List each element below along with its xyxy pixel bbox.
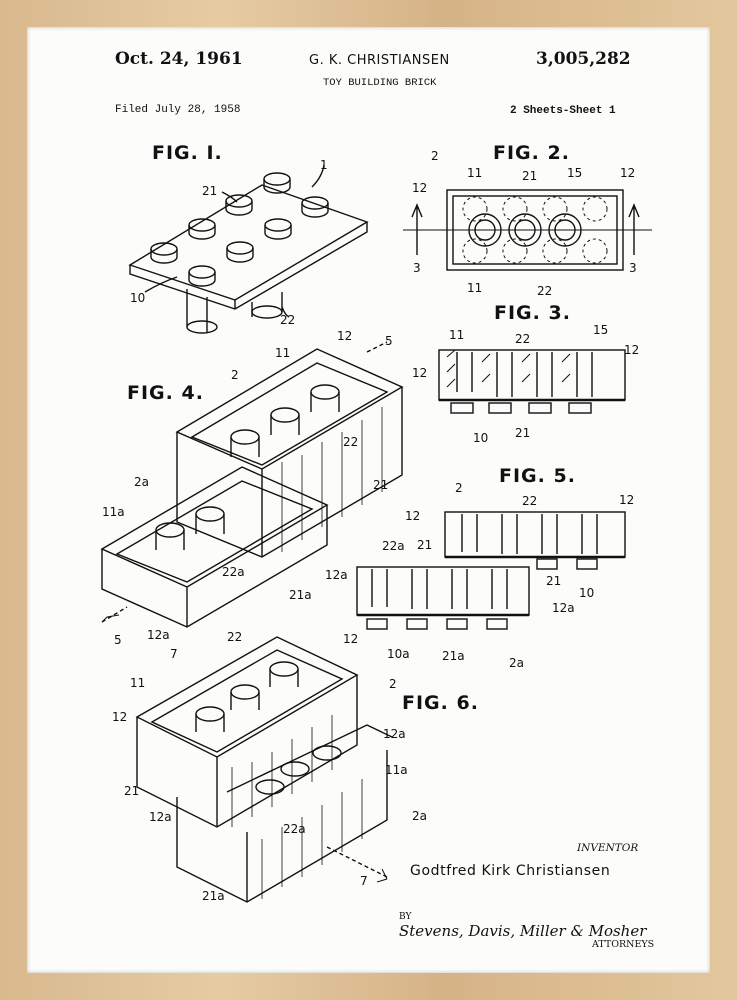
svg-text:21a: 21a (202, 889, 225, 903)
svg-text:21: 21 (202, 184, 217, 198)
svg-text:22: 22 (343, 435, 358, 449)
svg-text:11: 11 (130, 676, 145, 690)
inventor-name: Godtfred Kirk Christiansen (410, 863, 611, 879)
svg-text:12: 12 (405, 509, 420, 523)
attorneys-label: ATTORNEYS (592, 939, 655, 950)
svg-text:11: 11 (467, 281, 482, 295)
svg-text:21: 21 (522, 169, 537, 183)
svg-text:12: 12 (337, 329, 352, 343)
svg-text:12: 12 (619, 493, 634, 507)
svg-text:12a: 12a (383, 727, 406, 741)
svg-text:2a: 2a (134, 475, 149, 489)
svg-text:11: 11 (275, 346, 290, 360)
sheet-count: 2 Sheets-Sheet 1 (510, 105, 616, 117)
fig2-label: FIG. 2. (493, 142, 570, 164)
fig3-label: FIG. 3. (494, 302, 571, 324)
svg-text:12a: 12a (325, 568, 348, 582)
fig1-studs (150, 172, 329, 287)
svg-text:22: 22 (280, 313, 295, 327)
svg-text:21a: 21a (442, 649, 465, 663)
svg-text:15: 15 (593, 323, 608, 337)
svg-text:2a: 2a (509, 656, 524, 670)
attorneys-signature: Stevens, Davis, Miller & Mosher (399, 922, 647, 940)
svg-text:2: 2 (431, 149, 439, 163)
fig5-label: FIG. 5. (499, 465, 576, 487)
inventor-short-name: G. K. CHRISTIANSEN (309, 53, 450, 68)
svg-text:22: 22 (515, 332, 530, 346)
svg-text:3: 3 (413, 261, 421, 275)
svg-text:11a: 11a (385, 763, 408, 777)
svg-text:1: 1 (320, 158, 328, 172)
patent-date: Oct. 24, 1961 (115, 49, 243, 69)
fig4-drawing (100, 341, 404, 628)
svg-text:12a: 12a (147, 628, 170, 642)
svg-text:11a: 11a (102, 505, 125, 519)
patent-sheet: Oct. 24, 1961 G. K. CHRISTIANSEN 3,005,2… (27, 27, 710, 973)
fig1-label: FIG. I. (152, 142, 223, 164)
svg-text:10a: 10a (387, 647, 410, 661)
fig4-label: FIG. 4. (127, 382, 204, 404)
svg-text:21: 21 (515, 426, 530, 440)
svg-text:12: 12 (624, 343, 639, 357)
svg-text:12a: 12a (149, 810, 172, 824)
svg-text:12: 12 (620, 166, 635, 180)
svg-text:10: 10 (130, 291, 145, 305)
svg-text:22: 22 (227, 630, 242, 644)
by-label: BY (399, 912, 412, 922)
svg-text:2: 2 (231, 368, 239, 382)
svg-text:2: 2 (389, 677, 397, 691)
svg-text:10: 10 (579, 586, 594, 600)
svg-text:22a: 22a (222, 565, 245, 579)
svg-text:21a: 21a (289, 588, 312, 602)
svg-text:21: 21 (373, 478, 388, 492)
svg-text:11: 11 (449, 328, 464, 342)
svg-text:11: 11 (467, 166, 482, 180)
fig6-label: FIG. 6. (402, 692, 479, 714)
svg-text:15: 15 (567, 166, 582, 180)
svg-text:3: 3 (629, 261, 637, 275)
filed-date: Filed July 28, 1958 (115, 104, 241, 116)
svg-text:7: 7 (360, 874, 368, 888)
svg-text:21: 21 (417, 538, 432, 552)
fig3-drawing (438, 349, 626, 414)
fig6-drawing (135, 636, 393, 903)
svg-text:12: 12 (112, 710, 127, 724)
svg-text:2: 2 (455, 481, 463, 495)
svg-text:21: 21 (546, 574, 561, 588)
svg-text:10: 10 (473, 431, 488, 445)
svg-text:12: 12 (412, 181, 427, 195)
svg-text:21: 21 (124, 784, 139, 798)
svg-text:5: 5 (114, 633, 122, 647)
svg-text:12: 12 (343, 632, 358, 646)
svg-text:22: 22 (522, 494, 537, 508)
patent-title: TOY BUILDING BRICK (323, 77, 437, 89)
svg-text:12: 12 (412, 366, 427, 380)
svg-text:22a: 22a (283, 822, 306, 836)
svg-text:12a: 12a (552, 601, 575, 615)
svg-text:5: 5 (385, 334, 393, 348)
fig1-drawing (128, 164, 369, 334)
svg-text:2a: 2a (412, 809, 427, 823)
svg-text:22: 22 (537, 284, 552, 298)
svg-text:22a: 22a (382, 539, 405, 553)
inventor-label: INVENTOR (577, 842, 639, 854)
patent-number: 3,005,282 (536, 49, 631, 69)
fig5-drawing (356, 511, 626, 630)
fig2-drawing (403, 189, 652, 271)
svg-text:7: 7 (170, 647, 178, 661)
